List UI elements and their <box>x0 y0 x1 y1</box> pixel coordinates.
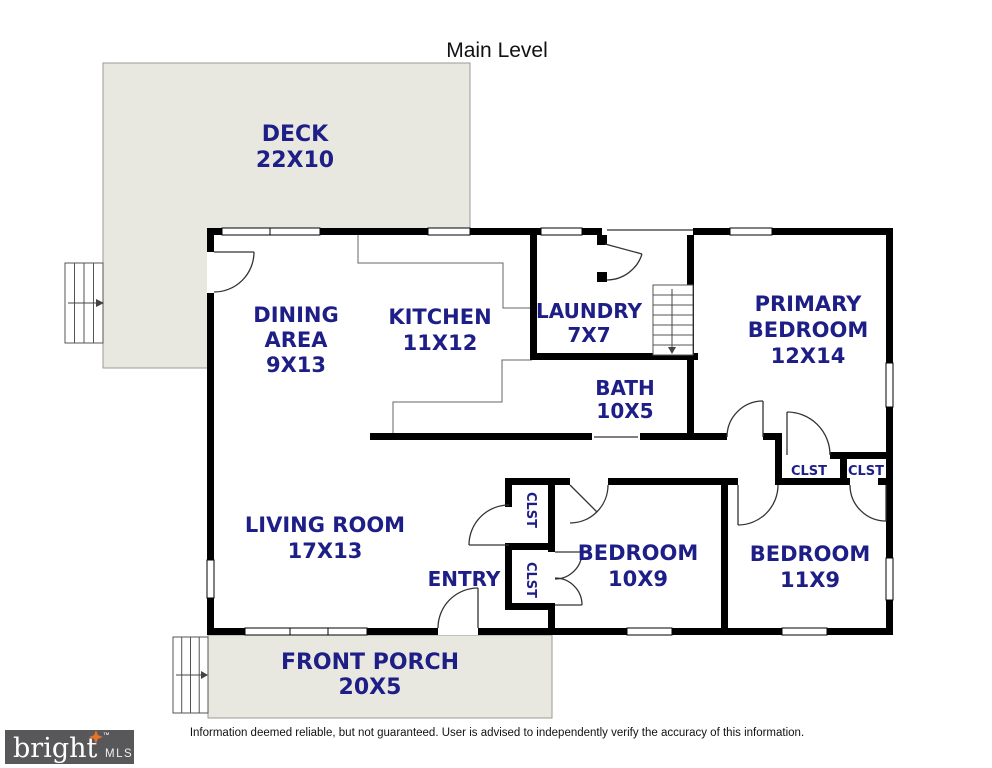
dining-label-2: AREA <box>264 328 328 352</box>
dining-label: DINING <box>253 303 338 327</box>
bath-bottom-wall-left <box>370 433 592 440</box>
bright-mls-logo: bright ™ MLS <box>5 730 134 764</box>
deck-dims: 22X10 <box>256 148 334 173</box>
deck-stairs <box>64 262 104 344</box>
primary-bedroom-label-2: BEDROOM <box>748 318 869 342</box>
deck-label: DECK <box>262 122 329 147</box>
laundry-dims: 7X7 <box>567 323 610 347</box>
bedroom-divider-wall <box>721 478 728 635</box>
front-porch-area <box>207 634 553 719</box>
front-porch-dims: 20X5 <box>339 675 402 700</box>
bath-dims: 10X5 <box>596 399 653 423</box>
dining-dims: 9X13 <box>266 353 326 377</box>
disclaimer-text: Information deemed reliable, but not gua… <box>190 727 804 739</box>
laundry-label: LAUNDRY <box>536 299 642 323</box>
primary-right-window <box>885 362 894 408</box>
logo-background <box>5 730 134 764</box>
entry-closet-door <box>468 504 510 546</box>
primary-bedroom-door <box>726 400 764 438</box>
windows <box>206 227 894 636</box>
laundry-bottom-wall <box>530 353 698 360</box>
logo-star-icon <box>89 730 103 744</box>
logo-mls-text: MLS <box>105 748 133 760</box>
house-interior <box>207 228 893 635</box>
closet-double-doors <box>554 551 583 606</box>
porch-stairs <box>172 636 209 714</box>
entry-closet-b-label: CLST <box>523 562 538 598</box>
closet-top-wall <box>830 452 893 459</box>
logo-word: bright <box>13 733 97 764</box>
bath-bottom-wall-right <box>640 433 727 440</box>
laundry-window <box>540 227 583 236</box>
kitchen-dims: 11X12 <box>403 331 478 355</box>
bath-label: BATH <box>595 376 655 400</box>
primary-closet-label: CLST <box>791 464 827 479</box>
closet-b-label: CLST <box>848 464 884 479</box>
bedroom-small-dims: 10X9 <box>608 567 668 591</box>
deck-door <box>213 251 255 293</box>
bedroom-small-window <box>626 627 673 636</box>
kitchen-label: KITCHEN <box>388 305 491 329</box>
room-labels: DECK 22X10 DINING AREA 9X13 KITCHEN 11X1… <box>245 122 884 700</box>
bedroom-large-label: BEDROOM <box>750 542 871 566</box>
basement-stairs <box>652 284 694 356</box>
wall-openings <box>207 228 693 635</box>
primary-top-window <box>729 227 773 236</box>
kitchen-window <box>427 227 471 236</box>
front-door <box>437 587 479 629</box>
living-left-window <box>206 559 215 599</box>
bedroom-small-label: BEDROOM <box>578 541 699 565</box>
bedroom-large-door <box>737 484 779 526</box>
hall-bottom-wall-mid <box>608 478 738 485</box>
logo-trademark: ™ <box>103 732 110 739</box>
entry-label: ENTRY <box>428 567 501 591</box>
laundry-left-wall <box>530 235 537 360</box>
hall-bottom-wall-left <box>505 478 570 485</box>
primary-bedroom-dims: 12X14 <box>771 344 846 368</box>
deck-window <box>221 227 321 236</box>
front-porch-label: FRONT PORCH <box>281 650 459 675</box>
living-room-label: LIVING ROOM <box>245 513 405 537</box>
primary-bedroom-label: PRIMARY <box>755 292 863 316</box>
bedroom-large-dims: 11X9 <box>780 568 840 592</box>
living-room-dims: 17X13 <box>288 539 363 563</box>
living-bottom-window <box>244 627 368 636</box>
bedroom-small-door <box>569 484 609 524</box>
laundry-back-door <box>604 243 643 281</box>
closet-b-door <box>849 484 887 522</box>
primary-closet-door <box>786 411 831 456</box>
doors <box>213 243 887 629</box>
closet-bottom-wall <box>775 478 850 485</box>
bedroom-right-window <box>885 557 894 601</box>
entry-closet-label: CLST <box>523 492 538 528</box>
bedroom-large-window <box>781 627 828 636</box>
page-title: Main Level <box>446 39 548 62</box>
kitchen-counters <box>357 235 532 433</box>
